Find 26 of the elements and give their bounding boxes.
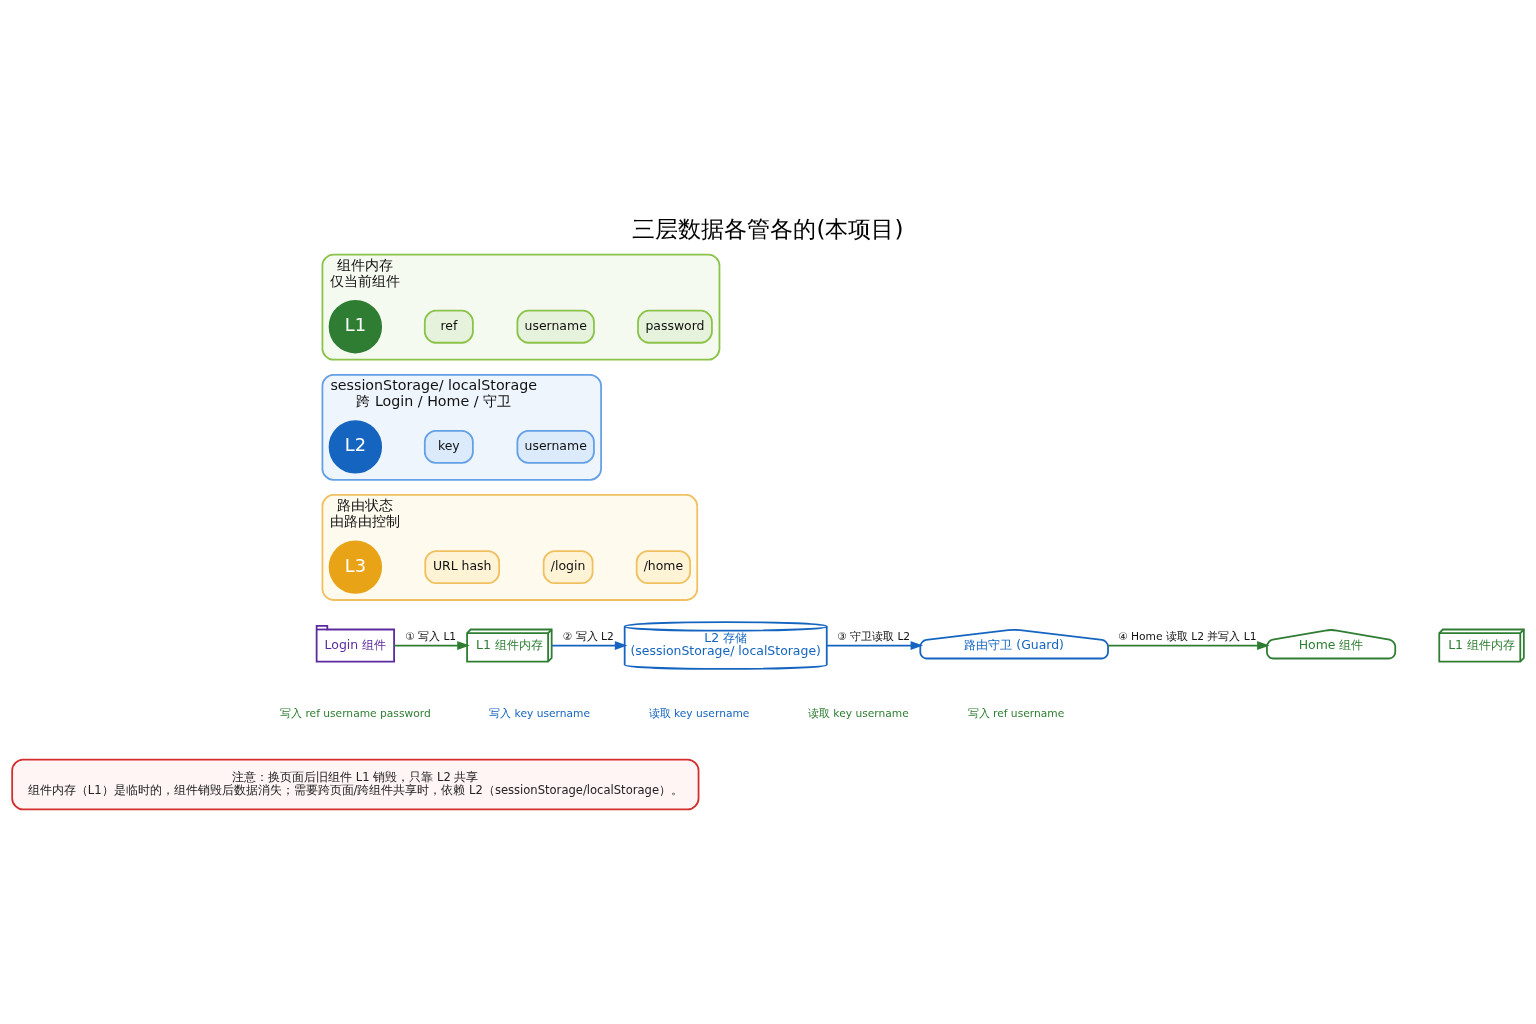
label: 读取 key username <box>807 706 909 720</box>
node-circle: L1 <box>328 300 383 354</box>
label: 读取 key username <box>648 706 750 720</box>
node-box: username <box>516 430 595 464</box>
edge-label: ① 写入 L1 <box>405 629 457 643</box>
node-box: ref <box>423 309 474 344</box>
arrow <box>826 641 924 650</box>
node-box: key <box>423 430 474 464</box>
node-box: 注意：换页面后旧组件 L1 销毁，只靠 L2 共享 组件内存（L1）是临时的，组件销毁后数据消失；需要跨页面/跨组件共享时，依赖 L2（sessionStorage/localStorage）。 <box>11 758 700 811</box>
node-box: /home <box>635 550 691 584</box>
node-circle: L3 <box>328 540 383 594</box>
edge-label: ③ 守卫读取 L2 <box>837 629 911 643</box>
node-box: username <box>516 309 595 344</box>
node-circle: L2 <box>328 420 383 474</box>
edge-label: ② 写入 L2 <box>562 629 614 643</box>
edge-label: ④ Home 读取 L2 并写入 L1 <box>1118 629 1257 643</box>
label: 写入 ref username <box>967 706 1065 720</box>
node-box: password <box>637 309 713 344</box>
arrow <box>550 641 628 650</box>
node-box: /login <box>542 550 594 584</box>
diagram-title: 三层数据各管各的(本项目) <box>632 215 904 242</box>
label: 写入 ref username password <box>280 706 431 720</box>
label: 写入 key username <box>489 706 591 720</box>
node-box: URL hash <box>424 550 501 584</box>
arrow <box>1107 641 1270 650</box>
arrow <box>393 641 470 650</box>
